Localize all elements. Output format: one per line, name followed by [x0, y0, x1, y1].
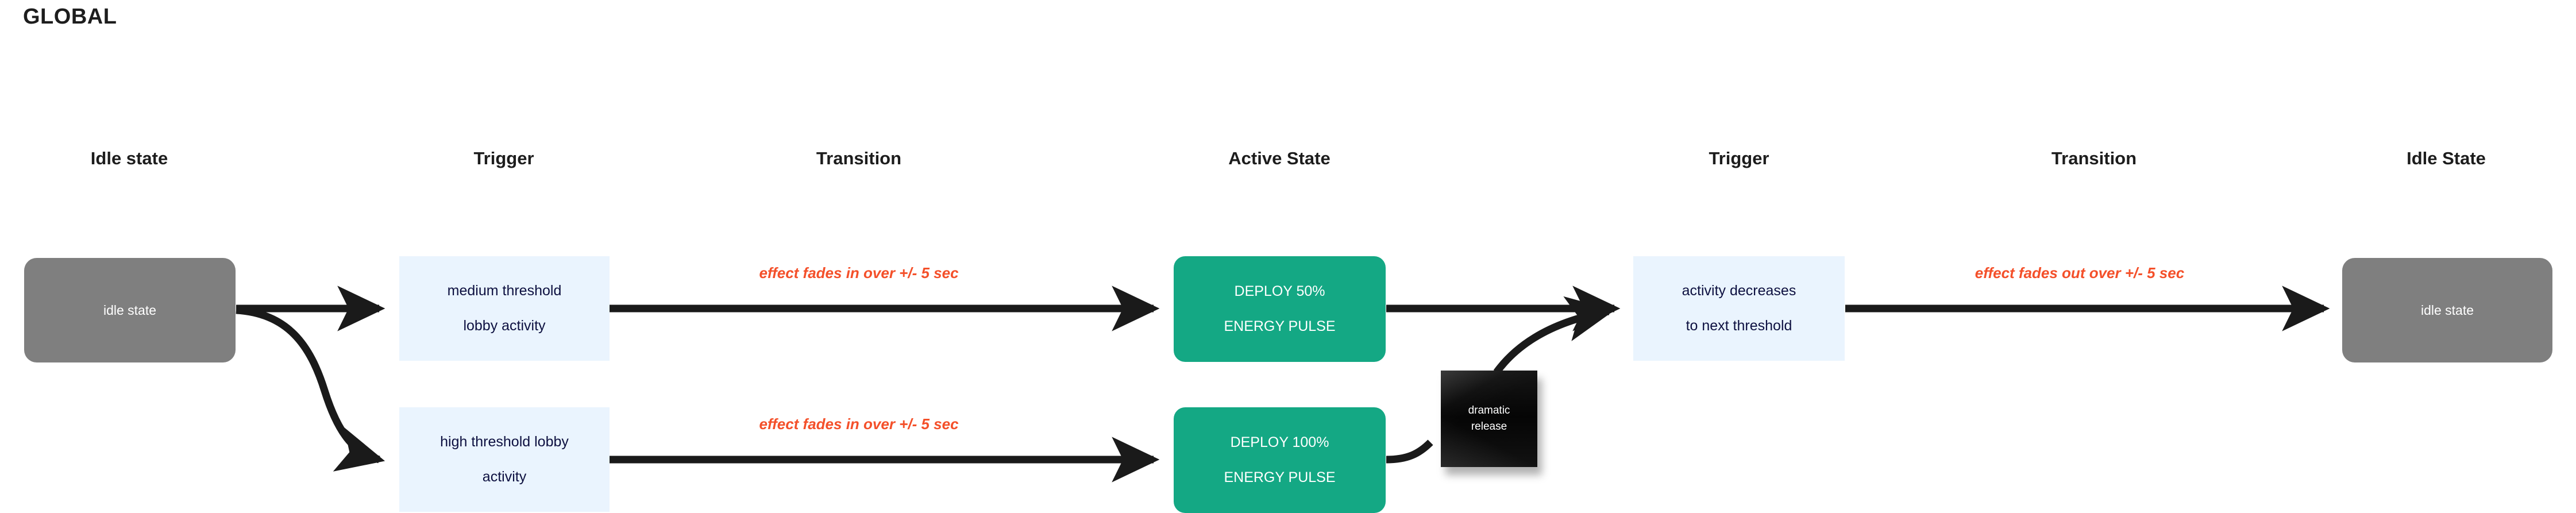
- arrow-deploy100-to-dramatic-release: [1386, 439, 1433, 464]
- node-idle-state-end-label: idle state: [2420, 302, 2474, 318]
- node-trigger-medium-line2: lobby activity: [463, 318, 546, 334]
- column-header-transition-2: Transition: [2051, 148, 2137, 168]
- node-trigger-medium-threshold[interactable]: medium threshold lobby activity: [399, 256, 610, 361]
- node-dramatic-release-line2: release: [1471, 421, 1507, 433]
- arrow-dramatic-release-to-decrease-trigger: [1493, 296, 1615, 375]
- node-active-deploy-100-line2: ENERGY PULSE: [1224, 469, 1336, 486]
- transition-label-fade-in-high: effect fades in over +/- 5 sec: [759, 415, 959, 433]
- column-header-idle-state-1: Idle state: [90, 148, 168, 168]
- node-active-deploy-50-line1: DEPLOY 50%: [1234, 283, 1325, 300]
- transition-label-fade-out: effect fades out over +/- 5 sec: [1975, 264, 2185, 281]
- node-idle-state-end[interactable]: idle state: [2342, 258, 2552, 362]
- node-dramatic-release-line1: dramatic: [1468, 404, 1510, 417]
- node-idle-state-start-label: idle state: [103, 302, 157, 318]
- column-header-trigger-2: Trigger: [1709, 148, 1769, 168]
- arrow-idle-to-high-trigger: [236, 306, 385, 472]
- node-active-deploy-50-line2: ENERGY PULSE: [1224, 318, 1336, 335]
- node-dramatic-release-wrapper: dramatic release: [1441, 371, 1542, 475]
- node-idle-state-start[interactable]: idle state: [24, 258, 236, 362]
- node-trigger-activity-decreases[interactable]: activity decreases to next threshold: [1633, 256, 1845, 361]
- node-trigger-decrease-line1: activity decreases: [1682, 283, 1796, 299]
- node-active-deploy-100[interactable]: DEPLOY 100% ENERGY PULSE: [1174, 407, 1386, 513]
- node-active-deploy-50[interactable]: DEPLOY 50% ENERGY PULSE: [1174, 256, 1386, 362]
- column-header-active-state: Active State: [1228, 148, 1331, 168]
- column-header-idle-state-2: Idle State: [2407, 148, 2486, 168]
- node-trigger-medium-line1: medium threshold: [447, 283, 562, 299]
- page-title: GLOBAL: [23, 5, 117, 29]
- node-dramatic-release[interactable]: dramatic release: [1441, 371, 1537, 467]
- node-trigger-high-line2: activity: [482, 469, 527, 485]
- node-active-deploy-100-line1: DEPLOY 100%: [1230, 434, 1329, 451]
- node-trigger-high-line1: high threshold lobby: [440, 434, 569, 450]
- node-trigger-decrease-line2: to next threshold: [1686, 318, 1792, 334]
- column-header-transition-1: Transition: [816, 148, 902, 168]
- transition-label-fade-in-medium: effect fades in over +/- 5 sec: [759, 264, 959, 281]
- node-trigger-high-threshold[interactable]: high threshold lobby activity: [399, 407, 610, 512]
- column-header-trigger-1: Trigger: [473, 148, 534, 168]
